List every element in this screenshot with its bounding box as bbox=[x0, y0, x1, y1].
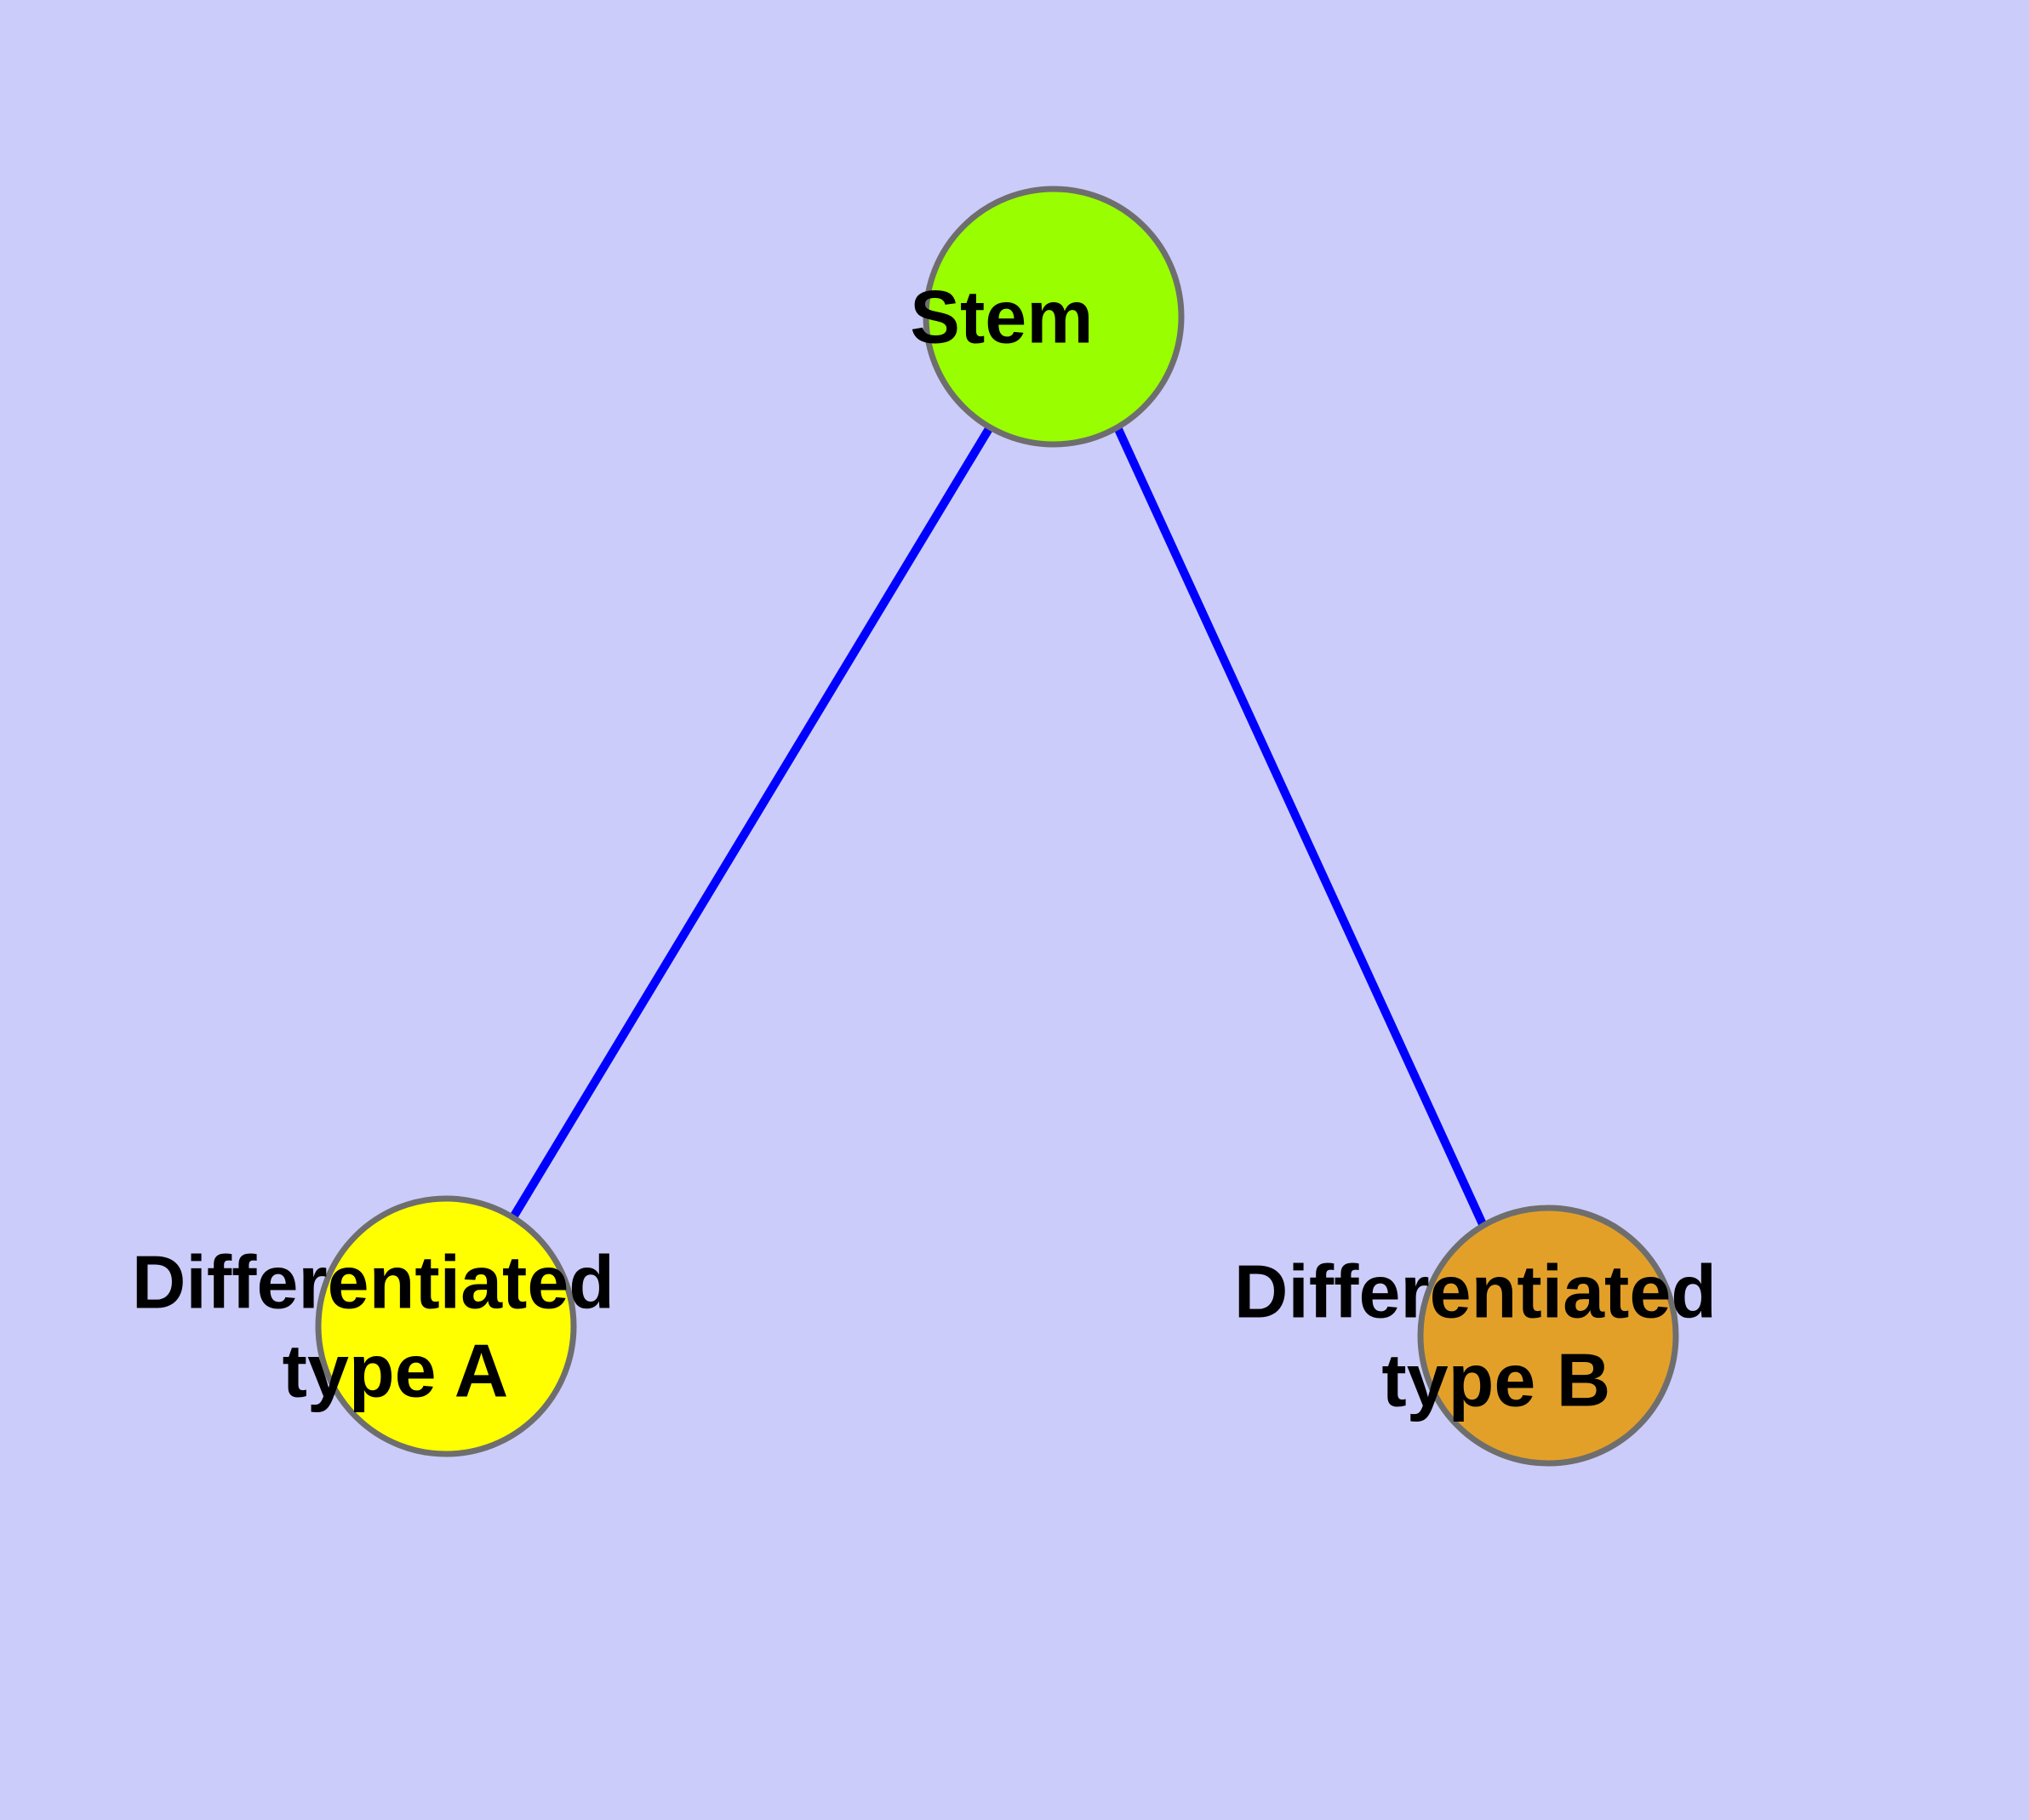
node-label-differentiated-type-a: Differentiated type A bbox=[0, 0, 760, 1413]
edge-stem-to-differentiated-type-a bbox=[509, 425, 994, 1220]
node-label-stem-line1: Stem bbox=[910, 275, 1093, 359]
node-label-differentiated-type-a-line1: Differentiated bbox=[132, 1240, 614, 1325]
edge-stem-to-differentiated-type-b bbox=[1113, 425, 1487, 1227]
node-label-differentiated-type-b-line1: Differentiated bbox=[1234, 1250, 1717, 1334]
node-label-stem: Stem bbox=[0, 0, 1197, 359]
node-circle-stem[interactable] bbox=[923, 186, 1185, 448]
node-label-differentiated-type-b: Differentiated type B bbox=[1234, 1250, 1717, 1422]
node-label-differentiated-type-b-line2: type B bbox=[1381, 1338, 1610, 1422]
node-circle-differentiated-type-b[interactable] bbox=[1417, 1205, 1679, 1467]
node-circle-differentiated-type-a[interactable] bbox=[315, 1195, 577, 1457]
node-label-differentiated-type-a-line2: type A bbox=[283, 1329, 507, 1413]
